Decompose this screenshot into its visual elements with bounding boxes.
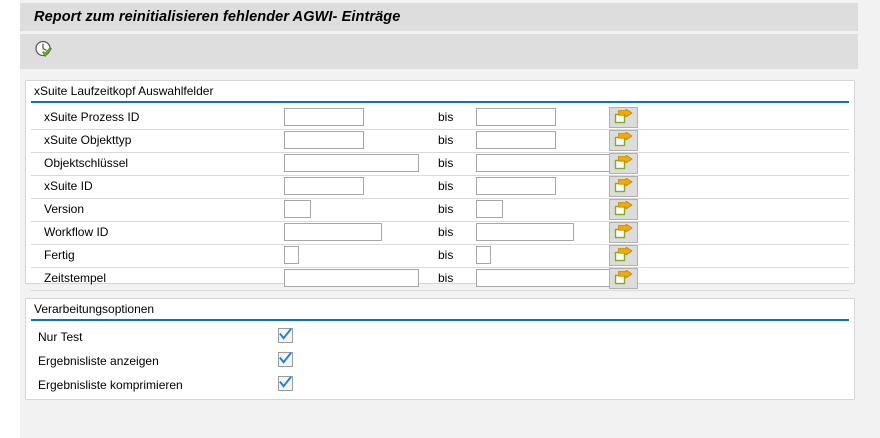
selection-row-label: xSuite Prozess ID — [44, 110, 140, 124]
multiple-selection-arrow-icon — [614, 177, 633, 196]
selection-to-input[interactable] — [476, 177, 556, 195]
checkmark-icon — [279, 351, 292, 368]
multiple-selection-button[interactable] — [609, 199, 638, 220]
options-group-title: Verarbeitungsoptionen — [34, 302, 155, 316]
multiple-selection-arrow-icon — [614, 223, 633, 242]
selection-to-input[interactable] — [476, 269, 611, 287]
selection-row-label: Objektschlüssel — [44, 156, 129, 170]
multiple-selection-arrow-icon — [614, 269, 633, 288]
options-group-divider — [31, 319, 849, 321]
left-gutter — [0, 0, 20, 438]
option-label: Nur Test — [38, 330, 83, 344]
selection-to-input[interactable] — [476, 200, 503, 218]
selection-fields-group: xSuite Laufzeitkopf Auswahlfelder xSuite… — [25, 80, 855, 291]
selection-from-input[interactable] — [284, 154, 419, 172]
between-label: bis — [438, 156, 454, 170]
execute-button[interactable] — [32, 40, 56, 64]
option-row: Nur Test — [31, 325, 849, 349]
option-label: Ergebnisliste anzeigen — [38, 354, 159, 368]
selection-row: xSuite ID bis — [31, 175, 849, 199]
selection-row-label: Workflow ID — [44, 225, 109, 239]
multiple-selection-button[interactable] — [609, 176, 638, 197]
multiple-selection-button[interactable] — [609, 130, 638, 151]
checkmark-icon — [279, 375, 292, 392]
clock-check-execute-icon — [33, 39, 55, 64]
selection-from-input[interactable] — [284, 223, 382, 241]
selection-to-input[interactable] — [476, 108, 556, 126]
toolbar — [20, 34, 858, 69]
selection-row: xSuite Objekttyp bis — [31, 129, 849, 153]
between-label: bis — [438, 225, 454, 239]
selection-group-divider — [31, 101, 849, 103]
selection-to-input[interactable] — [476, 223, 574, 241]
page-title: Report zum reinitialisieren fehlender AG… — [34, 9, 401, 25]
selection-from-input[interactable] — [284, 177, 364, 195]
selection-from-input[interactable] — [284, 246, 299, 264]
multiple-selection-arrow-icon — [614, 154, 633, 173]
selection-row-label: Version — [44, 202, 85, 216]
multiple-selection-button[interactable] — [609, 268, 638, 289]
multiple-selection-button[interactable] — [609, 153, 638, 174]
selection-row-label: xSuite Objekttyp — [44, 133, 132, 147]
option-checkbox[interactable] — [278, 351, 293, 368]
option-label: Ergebnisliste komprimieren — [38, 378, 183, 392]
multiple-selection-arrow-icon — [614, 246, 633, 265]
multiple-selection-arrow-icon — [614, 131, 633, 150]
option-checkbox[interactable] — [278, 375, 293, 392]
checkmark-icon — [279, 327, 292, 344]
selection-row-label: Zeitstempel — [44, 271, 107, 285]
option-row: Ergebnisliste komprimieren — [31, 373, 849, 397]
selection-to-input[interactable] — [476, 154, 611, 172]
between-label: bis — [438, 202, 454, 216]
selection-row: Objektschlüssel bis — [31, 152, 849, 176]
multiple-selection-button[interactable] — [609, 245, 638, 266]
selection-from-input[interactable] — [284, 108, 364, 126]
multiple-selection-button[interactable] — [609, 107, 638, 128]
selection-row: Version bis — [31, 198, 849, 222]
selection-from-input[interactable] — [284, 200, 311, 218]
title-bar: Report zum reinitialisieren fehlender AG… — [20, 3, 858, 31]
between-label: bis — [438, 179, 454, 193]
selection-row: Workflow ID bis — [31, 221, 849, 245]
selection-row: Zeitstempel bis — [31, 267, 849, 291]
selection-from-input[interactable] — [284, 269, 419, 287]
selection-from-input[interactable] — [284, 131, 364, 149]
selection-row-label: Fertig — [44, 248, 75, 262]
between-label: bis — [438, 271, 454, 285]
multiple-selection-button[interactable] — [609, 222, 638, 243]
selection-row: Fertig bis — [31, 244, 849, 268]
between-label: bis — [438, 248, 454, 262]
multiple-selection-arrow-icon — [614, 108, 633, 127]
option-row: Ergebnisliste anzeigen — [31, 349, 849, 373]
option-checkbox[interactable] — [278, 327, 293, 344]
selection-group-title: xSuite Laufzeitkopf Auswahlfelder — [34, 84, 214, 98]
selection-row: xSuite Prozess ID bis — [31, 106, 849, 130]
multiple-selection-arrow-icon — [614, 200, 633, 219]
between-label: bis — [438, 110, 454, 124]
between-label: bis — [438, 133, 454, 147]
selection-row-label: xSuite ID — [44, 179, 93, 193]
selection-to-input[interactable] — [476, 246, 491, 264]
selection-to-input[interactable] — [476, 131, 556, 149]
